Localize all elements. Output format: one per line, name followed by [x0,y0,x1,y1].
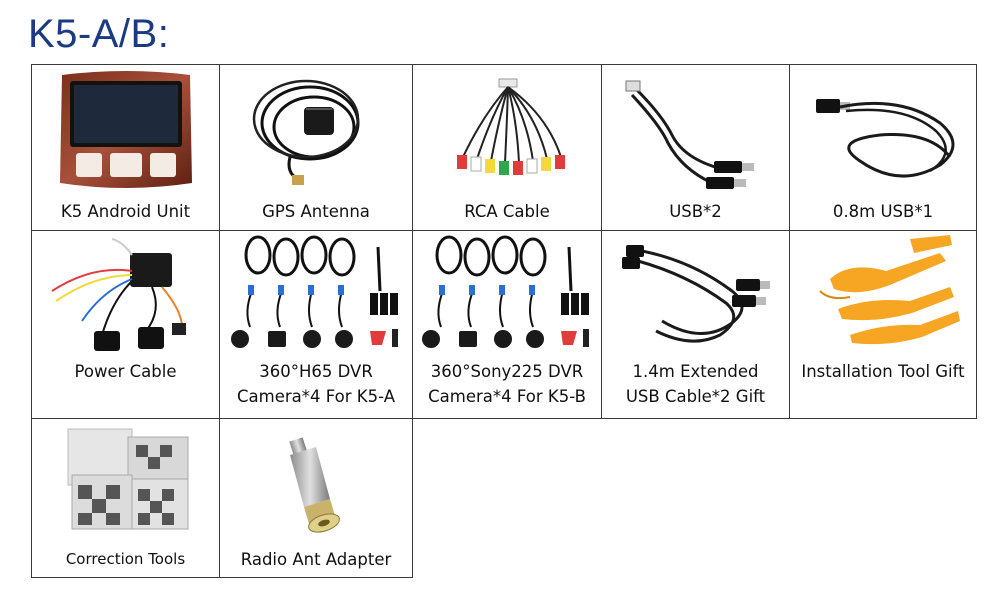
dvr-camera-kit-icon [231,235,398,348]
item-correction-tools: Correction Tools [31,418,220,578]
item-dvr-h65: 360°H65 DVR Camera*4 For K5-A [219,230,413,419]
antenna-adapter-icon [289,437,340,533]
item-label: 360°Sony225 DVR Camera*4 For K5-B [413,359,601,409]
accessory-grid: K5 Android Unit GPS Antenna RCA C [31,64,977,578]
item-radio-ant-adapter: Radio Ant Adapter [219,418,413,578]
dvr-camera-kit-icon [422,235,589,348]
item-usb-2: USB*2 [601,64,790,231]
item-installation-tool: Installation Tool Gift [789,230,977,419]
usb-cables-icon [625,80,754,189]
item-label: GPS Antenna [262,202,370,221]
item-label-line-1: 360°Sony225 DVR [430,362,584,381]
gps-antenna-icon [252,79,360,185]
item-rca-cable: RCA Cable [412,64,602,231]
pry-tools-icon [819,235,960,345]
item-label: USB*2 [669,202,722,221]
item-label-line-1: 1.4m Extended [632,362,759,381]
item-label: Radio Ant Adapter [240,550,392,569]
item-label-line-1: 360°H65 DVR [259,362,373,381]
item-label: Correction Tools [65,550,186,568]
item-label-line-2: USB Cable*2 Gift [625,387,766,406]
item-extended-usb: 1.4m Extended USB Cable*2 Gift [601,230,790,419]
page-title: K5-A/B: [28,12,170,56]
item-usb-08m: 0.8m USB*1 [789,64,977,231]
item-label: 0.8m USB*1 [832,202,934,221]
item-label: K5 Android Unit [60,202,191,221]
item-label: 360°H65 DVR Camera*4 For K5-A [220,359,412,409]
item-label: Installation Tool Gift [801,362,965,381]
item-dvr-sony225: 360°Sony225 DVR Camera*4 For K5-B [412,230,602,419]
android-head-unit-icon [60,71,192,188]
item-label: Power Cable [74,362,177,381]
item-label-line-2: Camera*4 For K5-A [237,387,395,406]
item-label: RCA Cable [464,202,550,221]
extension-usb-icon [622,245,770,343]
item-gps-antenna: GPS Antenna [219,64,413,231]
usb-cable-icon [816,99,955,178]
item-label-line-2: Camera*4 For K5-B [428,387,586,406]
item-power-cable: Power Cable [31,230,220,419]
item-android-unit: K5 Android Unit [31,64,220,231]
power-harness-icon [51,238,186,351]
rca-cable-icon [457,78,565,175]
item-label: 1.4m Extended USB Cable*2 Gift [602,359,789,409]
calibration-mats-icon [67,428,189,530]
